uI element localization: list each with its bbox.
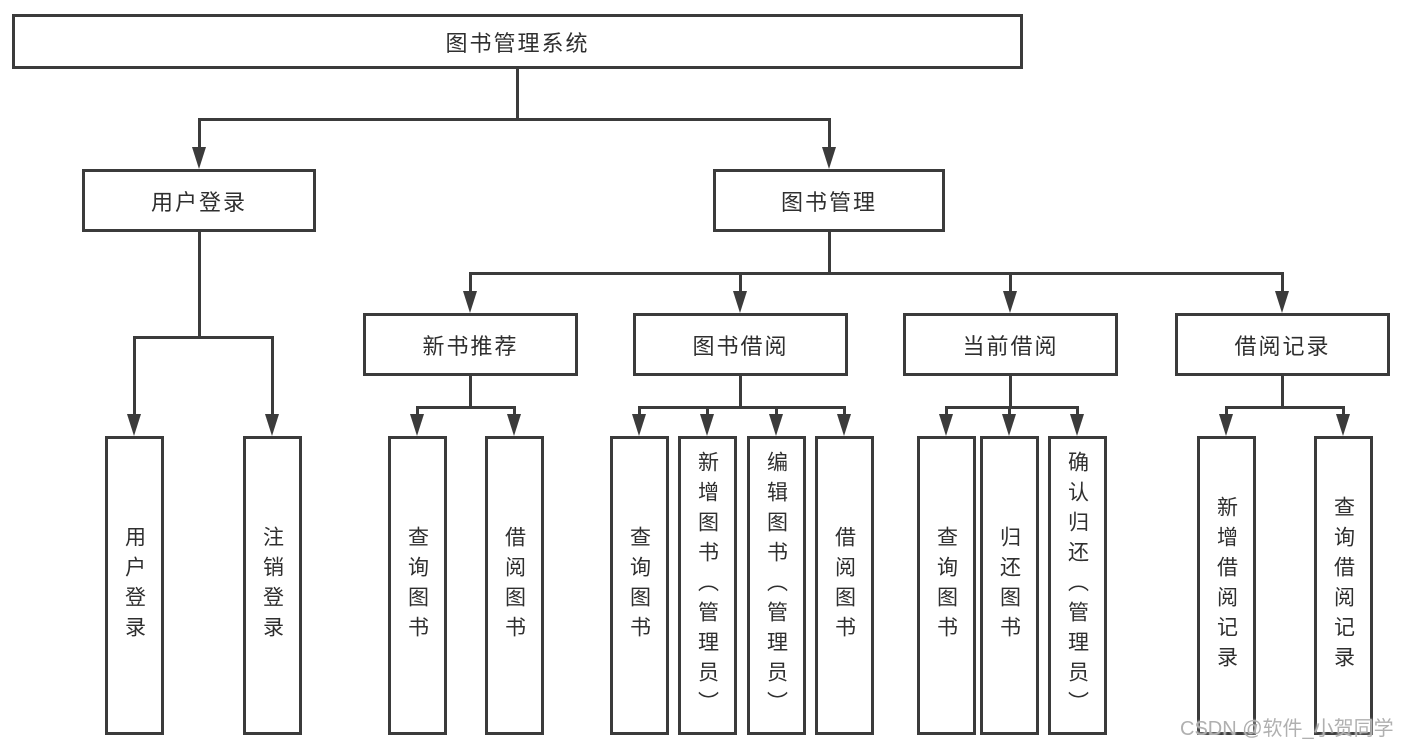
arrowhead-icon	[733, 291, 747, 313]
leaf-add-borrow-record: 新增借阅记录	[1196, 436, 1256, 735]
connector-line	[468, 272, 1284, 275]
arrowhead-icon	[507, 414, 521, 436]
arrowhead-icon	[265, 414, 279, 436]
connector-line	[738, 272, 742, 293]
connector-line	[512, 406, 516, 417]
connector-line	[1280, 376, 1284, 406]
leaf-edit-books-admin: 编辑图书（管理员）	[746, 436, 806, 735]
connector-line	[827, 232, 831, 272]
leaf-borrow-query-books: 查询图书	[609, 436, 669, 735]
leaf-label: 借阅图书	[832, 525, 856, 646]
node-library-management-system: 图书管理系统	[12, 14, 1023, 69]
leaf-label: 查询图书	[627, 525, 651, 646]
leaf-current-query-books: 查询图书	[916, 436, 976, 735]
arrowhead-icon	[1275, 291, 1289, 313]
arrowhead-icon	[939, 414, 953, 436]
leaf-confirm-return-admin: 确认归还（管理员）	[1047, 436, 1107, 735]
leaf-label: 查询图书	[934, 525, 958, 646]
node-label: 新书推荐	[422, 333, 519, 359]
leaf-label: 注销登录	[260, 525, 284, 646]
arrowhead-icon	[410, 414, 424, 436]
arrowhead-icon	[1336, 414, 1350, 436]
leaf-label: 借阅图书	[502, 525, 526, 646]
connector-line	[516, 69, 519, 118]
arrowhead-icon	[700, 414, 714, 436]
connector-line	[1280, 272, 1284, 293]
node-label: 用户登录	[150, 189, 247, 215]
leaf-borrow-books: 借阅图书	[814, 436, 874, 735]
arrowhead-icon	[127, 414, 141, 436]
leaf-label: 查询借阅记录	[1331, 495, 1355, 676]
connector-line	[738, 376, 742, 406]
connector-line	[637, 406, 641, 417]
connector-line	[774, 406, 778, 417]
arrowhead-icon	[192, 147, 206, 169]
connector-line	[1075, 406, 1079, 417]
leaf-label: 编辑图书（管理员）	[764, 450, 788, 721]
leaf-label: 新增借阅记录	[1214, 495, 1238, 676]
leaf-logout: 注销登录	[242, 436, 302, 735]
leaf-label: 用户登录	[122, 525, 146, 646]
arrowhead-icon	[1219, 414, 1233, 436]
leaf-add-books-admin: 新增图书（管理员）	[677, 436, 737, 735]
csdn-watermark: CSDN @软件_小贺同学	[1180, 718, 1394, 740]
connector-line	[270, 336, 274, 418]
connector-line	[197, 232, 201, 336]
leaf-query-borrow-record: 查询借阅记录	[1313, 436, 1373, 735]
node-label: 图书管理系统	[445, 30, 590, 56]
node-book-management: 图书管理	[713, 169, 945, 232]
leaf-user-login: 用户登录	[104, 436, 164, 735]
connector-line	[197, 118, 201, 150]
node-book-borrowing: 图书借阅	[633, 313, 848, 376]
node-label: 当前借阅	[962, 333, 1059, 359]
connector-line	[132, 336, 136, 418]
arrowhead-icon	[769, 414, 783, 436]
connector-line	[415, 406, 419, 417]
connector-line	[1007, 406, 1011, 417]
node-user-login: 用户登录	[82, 169, 316, 232]
connector-line	[1224, 406, 1345, 409]
arrowhead-icon	[822, 147, 836, 169]
leaf-recommend-borrow-books: 借阅图书	[484, 436, 544, 735]
connector-line	[1008, 272, 1012, 293]
connector-line	[1224, 406, 1228, 417]
node-label: 图书管理	[780, 189, 877, 215]
connector-line	[1008, 376, 1012, 406]
node-current-borrowing: 当前借阅	[903, 313, 1118, 376]
node-label: 图书借阅	[692, 333, 789, 359]
arrowhead-icon	[1070, 414, 1084, 436]
connector-line	[637, 406, 846, 409]
connector-line	[468, 272, 472, 293]
node-borrowing-records: 借阅记录	[1175, 313, 1390, 376]
arrowhead-icon	[632, 414, 646, 436]
arrowhead-icon	[1003, 291, 1017, 313]
node-new-book-recommendation: 新书推荐	[363, 313, 578, 376]
arrowhead-icon	[463, 291, 477, 313]
connector-line	[415, 406, 516, 409]
leaf-label: 查询图书	[405, 525, 429, 646]
connector-line	[1341, 406, 1345, 417]
leaf-label: 归还图书	[997, 525, 1021, 646]
arrowhead-icon	[837, 414, 851, 436]
leaf-return-books: 归还图书	[979, 436, 1039, 735]
connector-line	[842, 406, 846, 417]
connector-line	[468, 376, 472, 406]
connector-line	[705, 406, 709, 417]
leaf-label: 新增图书（管理员）	[695, 450, 719, 721]
leaf-label: 确认归还（管理员）	[1065, 450, 1089, 721]
leaf-recommend-query-books: 查询图书	[387, 436, 447, 735]
connector-line	[944, 406, 948, 417]
node-label: 借阅记录	[1234, 333, 1331, 359]
connector-line	[944, 406, 1079, 409]
connector-line	[827, 118, 831, 150]
connector-line	[132, 336, 274, 339]
connector-line	[197, 118, 831, 121]
arrowhead-icon	[1002, 414, 1016, 436]
